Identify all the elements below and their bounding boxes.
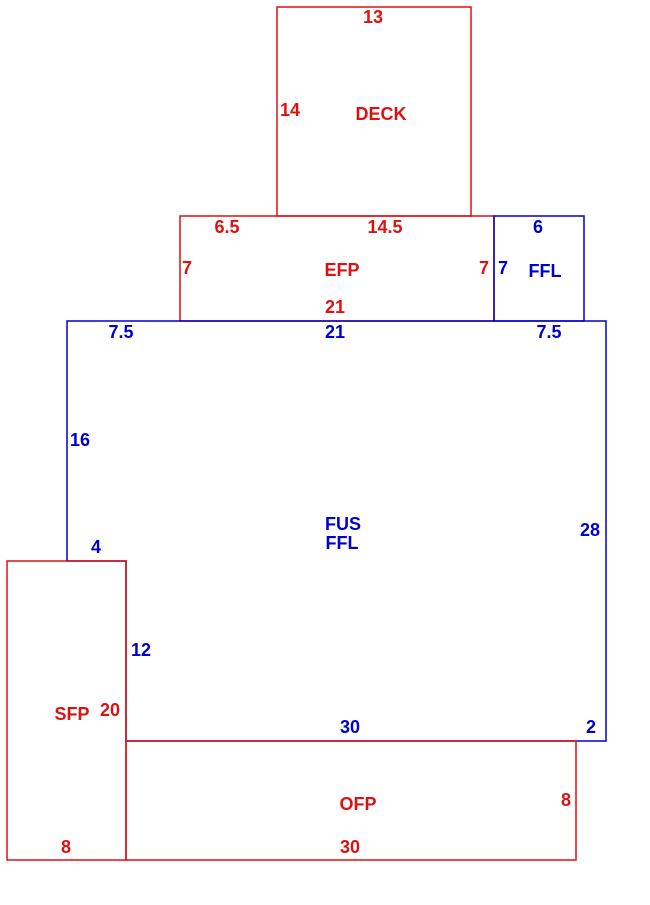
fus-label-line2: FFL	[326, 533, 359, 553]
sfp-right-dimension: 20	[100, 700, 120, 720]
fus-top-left-dimension: 7.5	[108, 322, 133, 342]
efp-top-left-dimension: 6.5	[214, 217, 239, 237]
ofp-label: OFP	[339, 794, 376, 814]
deck-top-dimension: 13	[363, 7, 383, 27]
efp-left-dimension: 7	[182, 258, 192, 278]
fus-top-right-dimension: 7.5	[536, 322, 561, 342]
fus-left-upper-dimension: 16	[70, 430, 90, 450]
sfp-label: SFP	[54, 704, 89, 724]
fus-right-dimension: 28	[580, 520, 600, 540]
ffl-small-left-dimension: 7	[498, 258, 508, 278]
deck-left-dimension: 14	[280, 100, 300, 120]
efp-right-dimension: 7	[479, 258, 489, 278]
efp-top-right-dimension: 14.5	[367, 217, 402, 237]
fus-top-middle-dimension: 21	[325, 322, 345, 342]
fus-left-lower-dimension: 12	[131, 640, 151, 660]
fus-step-dimension: 4	[91, 537, 101, 557]
ffl-small-top-dimension: 6	[533, 217, 543, 237]
fus-bottom-right-dimension: 2	[586, 717, 596, 737]
sfp-outline	[6, 560, 127, 861]
efp-label: EFP	[324, 260, 359, 280]
efp-bottom-dimension: 21	[325, 297, 345, 317]
ofp-bottom-dimension: 30	[340, 837, 360, 857]
ofp-outline	[125, 740, 577, 861]
ofp-right-dimension: 8	[561, 790, 571, 810]
sfp-bottom-dimension: 8	[61, 837, 71, 857]
fus-label-line1: FUS	[325, 514, 361, 534]
fus-bottom-dimension: 30	[340, 717, 360, 737]
ffl-small-label: FFL	[529, 261, 562, 281]
deck-label: DECK	[355, 104, 406, 124]
